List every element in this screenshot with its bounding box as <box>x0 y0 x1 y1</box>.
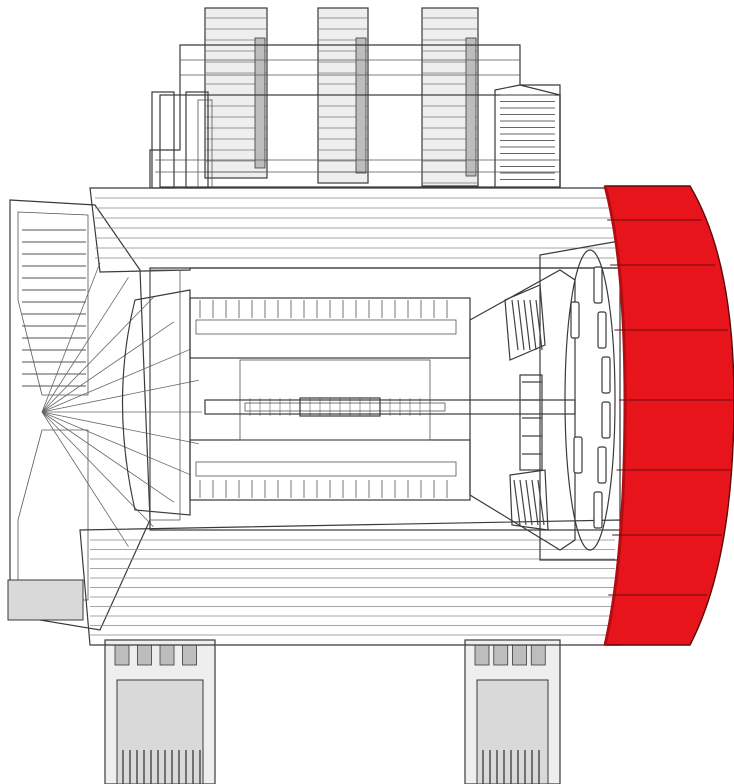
foot-pin <box>474 644 490 666</box>
wheel-spoke <box>41 349 190 413</box>
support-feet <box>104 639 561 784</box>
foot-pin <box>530 644 546 666</box>
outer-shell-bands <box>90 197 615 636</box>
inner-module-stripes <box>199 300 448 498</box>
cone-slat <box>519 479 527 526</box>
red-endcap-disk <box>603 185 734 646</box>
wheel-spoke <box>41 321 175 413</box>
cone-slot <box>597 311 607 349</box>
cone-slot <box>573 436 583 474</box>
foot-frame <box>116 679 204 784</box>
platform-stairs <box>494 84 561 188</box>
foot-pin <box>159 644 175 666</box>
stair-rail <box>494 84 561 188</box>
cone-slat <box>537 479 545 526</box>
inner-barrel-cylinder <box>121 267 621 531</box>
foot-pin <box>493 644 509 666</box>
left-wheel-spokes <box>7 229 202 621</box>
cone-slat <box>531 479 539 526</box>
cone-slat <box>513 479 521 526</box>
foot-pin <box>512 644 527 666</box>
foot-pin <box>137 644 152 666</box>
wheel-spoke <box>41 411 129 547</box>
cone-slots <box>511 266 611 529</box>
cone-slot <box>570 301 580 339</box>
foot-pin <box>114 644 130 666</box>
wheel-spoke <box>41 411 190 475</box>
cone-slat <box>511 299 519 351</box>
wheel-spoke <box>41 411 199 445</box>
wheel-spoke <box>41 262 101 413</box>
cone-slat <box>525 479 533 526</box>
left-endcap-wheel <box>9 199 151 631</box>
wheel-spoke <box>41 277 129 413</box>
cone-slat <box>517 299 525 351</box>
cone-slot <box>597 446 607 484</box>
cone-slot <box>593 266 603 304</box>
cone-slat <box>523 299 531 351</box>
rack-side <box>355 37 367 174</box>
cone-slat <box>535 299 543 351</box>
rack-side <box>465 37 477 177</box>
wheel-spoke <box>41 379 199 413</box>
cone-slat <box>529 299 537 351</box>
wheel-spoke <box>41 296 154 413</box>
rooftop-racks <box>204 7 479 187</box>
cone-slot <box>593 491 603 529</box>
foot-frame <box>476 679 549 784</box>
cone-slot <box>601 401 611 439</box>
foot-pin <box>182 644 197 666</box>
wheel-base <box>7 579 84 621</box>
rack-side <box>254 37 266 169</box>
wheel-spoke <box>41 411 175 503</box>
cone-slot <box>601 356 611 394</box>
